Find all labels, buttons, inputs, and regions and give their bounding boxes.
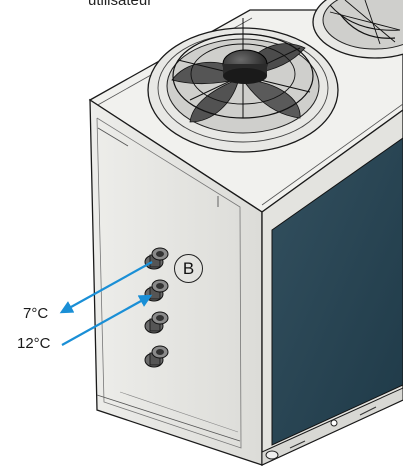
- fan-main: [147, 18, 339, 153]
- water-connection-3: [144, 311, 169, 334]
- fan-secondary: [312, 0, 403, 59]
- inlet-flow-arrow: [61, 294, 153, 346]
- outlet-temperature-label: 7°C: [23, 305, 49, 322]
- outlet-flow-arrow: [59, 261, 153, 314]
- coil-panel: [271, 137, 403, 446]
- connection-marker-b: B: [174, 254, 203, 283]
- caption-text: utilisateur: [88, 0, 153, 9]
- water-connection-4: [144, 345, 169, 368]
- water-connection-2: [144, 279, 169, 302]
- inlet-temperature-label: 12°C: [17, 335, 51, 352]
- water-connection-1: [144, 247, 169, 270]
- casing-side: [261, 109, 403, 467]
